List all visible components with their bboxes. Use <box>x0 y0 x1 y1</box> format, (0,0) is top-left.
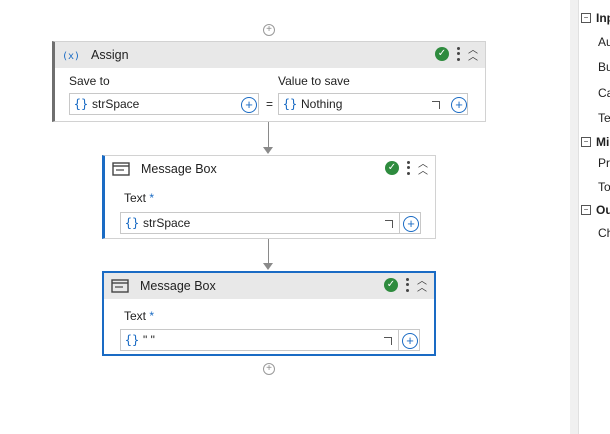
required-marker: * <box>149 191 155 205</box>
valid-check-icon: ✓ <box>385 161 399 175</box>
group-label: Mi <box>596 135 610 149</box>
message-box-2-header[interactable]: Message Box ✓ ︿︿ <box>104 273 434 299</box>
workflow-canvas: + (x) Assign ✓ ︿︿ Save to {} strSpace + … <box>52 24 486 375</box>
text-label-text: Text <box>124 309 147 323</box>
field-separator <box>399 212 400 234</box>
expression-braces-icon: {} <box>124 333 140 347</box>
assign-header[interactable]: (x) Assign ✓ ︿︿ <box>55 42 485 68</box>
property-item[interactable]: Ca <box>598 86 610 100</box>
text-field[interactable]: {} " " <box>120 329 420 351</box>
text-label-text: Text <box>124 191 147 205</box>
variable-x-icon: (x) <box>61 47 81 63</box>
group-label: Inp <box>596 11 610 25</box>
equals-sign: = <box>266 97 274 111</box>
collapse-group-icon[interactable]: − <box>581 205 591 215</box>
panel-splitter[interactable] <box>570 0 578 434</box>
valid-check-icon: ✓ <box>435 47 449 61</box>
expand-editor-icon[interactable] <box>432 101 440 109</box>
connector-arrow-icon <box>263 147 273 154</box>
save-to-field[interactable]: {} strSpace <box>69 93 259 115</box>
value-to-save-value: Nothing <box>301 97 343 111</box>
text-field-value: strSpace <box>143 216 191 230</box>
connector-arrow-icon <box>263 263 273 270</box>
text-add-button[interactable]: + <box>402 333 418 349</box>
message-box-activity-2[interactable]: Message Box ✓ ︿︿ Text * {} " " + <box>102 271 436 356</box>
properties-panel: −Inp Au Bu Ca Tex −Mi Pri To −Ou Ch <box>578 0 610 434</box>
more-options-icon[interactable] <box>405 160 411 176</box>
assign-title: Assign <box>91 48 129 62</box>
svg-text:(x): (x) <box>62 51 80 61</box>
add-activity-top-button[interactable]: + <box>263 24 275 36</box>
property-item[interactable]: Pri <box>598 156 610 170</box>
property-item[interactable]: Au <box>598 35 610 49</box>
property-group-output[interactable]: −Ou <box>581 203 610 217</box>
message-box-1-title: Message Box <box>141 162 217 176</box>
collapse-icon[interactable]: ︿︿ <box>417 276 427 294</box>
connector-line <box>268 239 269 264</box>
message-box-activity-1[interactable]: Message Box ✓ ︿︿ Text * {} strSpace + <box>102 155 436 239</box>
property-item[interactable]: Tex <box>598 111 610 125</box>
value-to-save-label: Value to save <box>278 74 350 88</box>
text-add-button[interactable]: + <box>403 216 419 232</box>
expand-editor-icon[interactable] <box>384 337 392 345</box>
field-separator <box>398 329 399 351</box>
save-to-value: strSpace <box>92 97 140 111</box>
save-to-add-button[interactable]: + <box>241 97 257 113</box>
property-group-input[interactable]: −Inp <box>581 11 610 25</box>
collapse-group-icon[interactable]: − <box>581 137 591 147</box>
add-activity-bottom-button[interactable]: + <box>263 363 275 375</box>
property-group-misc[interactable]: −Mi <box>581 135 609 149</box>
property-item[interactable]: To <box>598 180 610 194</box>
more-options-icon[interactable] <box>404 277 410 293</box>
assign-activity[interactable]: (x) Assign ✓ ︿︿ Save to {} strSpace + = … <box>52 41 486 122</box>
valid-check-icon: ✓ <box>384 278 398 292</box>
message-box-icon <box>110 278 130 294</box>
group-label: Ou <box>596 203 610 217</box>
save-to-label: Save to <box>69 74 110 88</box>
message-box-1-header[interactable]: Message Box ✓ ︿︿ <box>105 156 435 182</box>
value-to-save-field[interactable]: {} Nothing <box>278 93 468 115</box>
connector-line <box>268 122 269 148</box>
text-label: Text * <box>124 191 154 205</box>
more-options-icon[interactable] <box>455 46 461 62</box>
expand-editor-icon[interactable] <box>385 220 393 228</box>
text-field-value: " " <box>143 333 155 347</box>
expression-braces-icon: {} <box>124 216 140 230</box>
expression-braces-icon: {} <box>73 97 89 111</box>
expression-braces-icon: {} <box>282 97 298 111</box>
message-box-icon <box>111 161 131 177</box>
value-add-button[interactable]: + <box>451 97 467 113</box>
message-box-2-title: Message Box <box>140 279 216 293</box>
text-field[interactable]: {} strSpace <box>120 212 421 234</box>
collapse-icon[interactable]: ︿︿ <box>418 159 428 177</box>
collapse-group-icon[interactable]: − <box>581 13 591 23</box>
property-item[interactable]: Ch <box>598 226 610 240</box>
collapse-icon[interactable]: ︿︿ <box>468 45 478 63</box>
property-item[interactable]: Bu <box>598 60 610 74</box>
text-label: Text * <box>124 309 154 323</box>
required-marker: * <box>149 309 155 323</box>
